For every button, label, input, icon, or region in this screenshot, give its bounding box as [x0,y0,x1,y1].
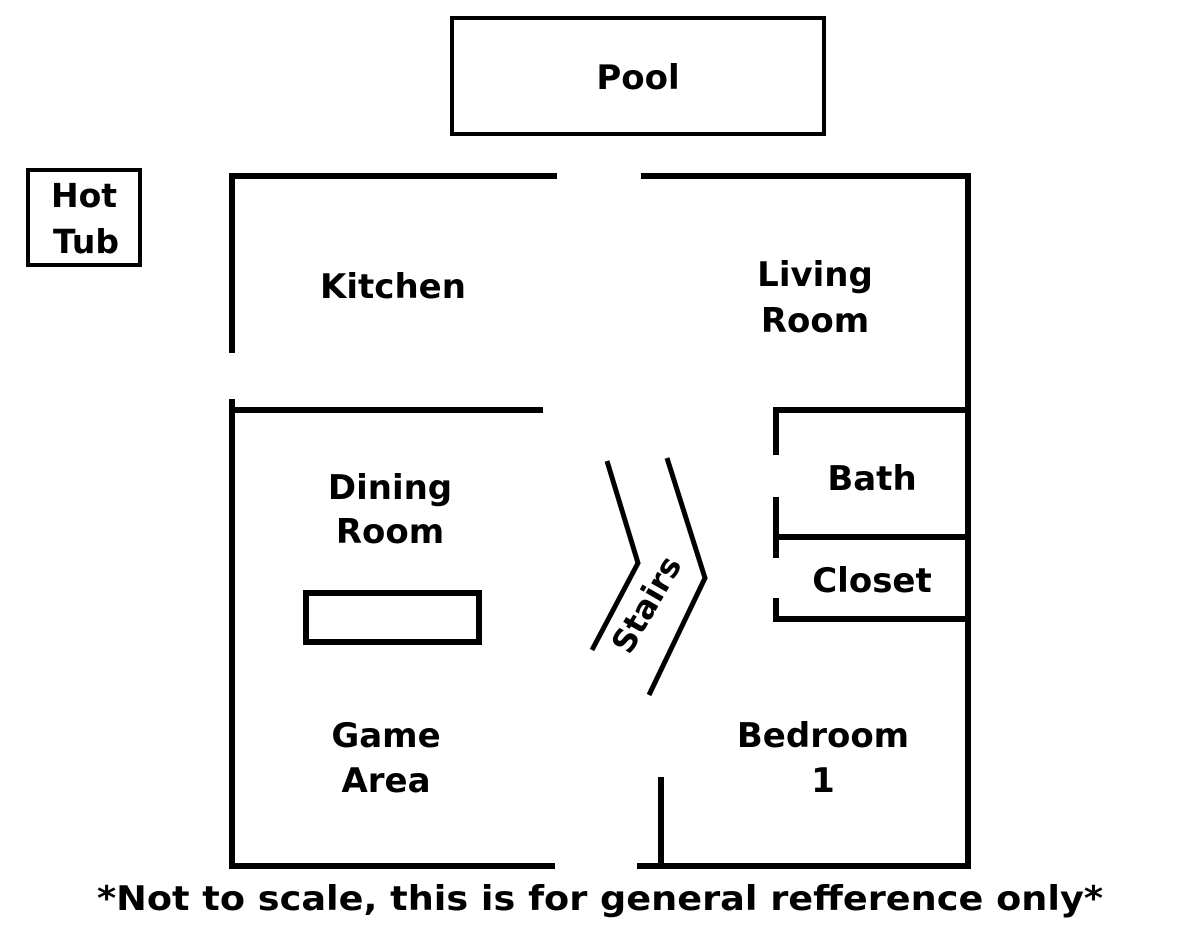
game-area-label-line2: Area [341,761,430,801]
hot-tub-label-line1: Hot [51,176,117,215]
stairs-left-line [589,460,641,652]
stairs-right-line [646,457,708,697]
kitchen-label: Kitchen [320,267,466,307]
dining-table [303,590,482,645]
pool-box [450,16,826,136]
footnote: *Not to scale, this is for general reffe… [97,879,1103,919]
bath-label: Bath [827,459,916,499]
dining-room-label-line2: Room [336,512,444,552]
hot-tub: Hot Tub [26,168,142,267]
hot-tub-label-line2: Tub [53,222,119,261]
closet-label: Closet [812,561,932,601]
hot-tub-box [26,168,142,267]
stairs: Stairs [589,457,708,697]
living-room-label-line2: Room [761,301,869,341]
bedroom-label-line2: 1 [811,761,835,801]
bedroom-label-line1: Bedroom [737,716,909,756]
walls [229,173,971,869]
dining-room-label-line1: Dining [328,468,452,508]
pool: Pool [450,16,826,136]
living-room-label-line1: Living [757,255,873,295]
pool-label: Pool [596,58,679,98]
game-area-label-line1: Game [331,716,440,756]
